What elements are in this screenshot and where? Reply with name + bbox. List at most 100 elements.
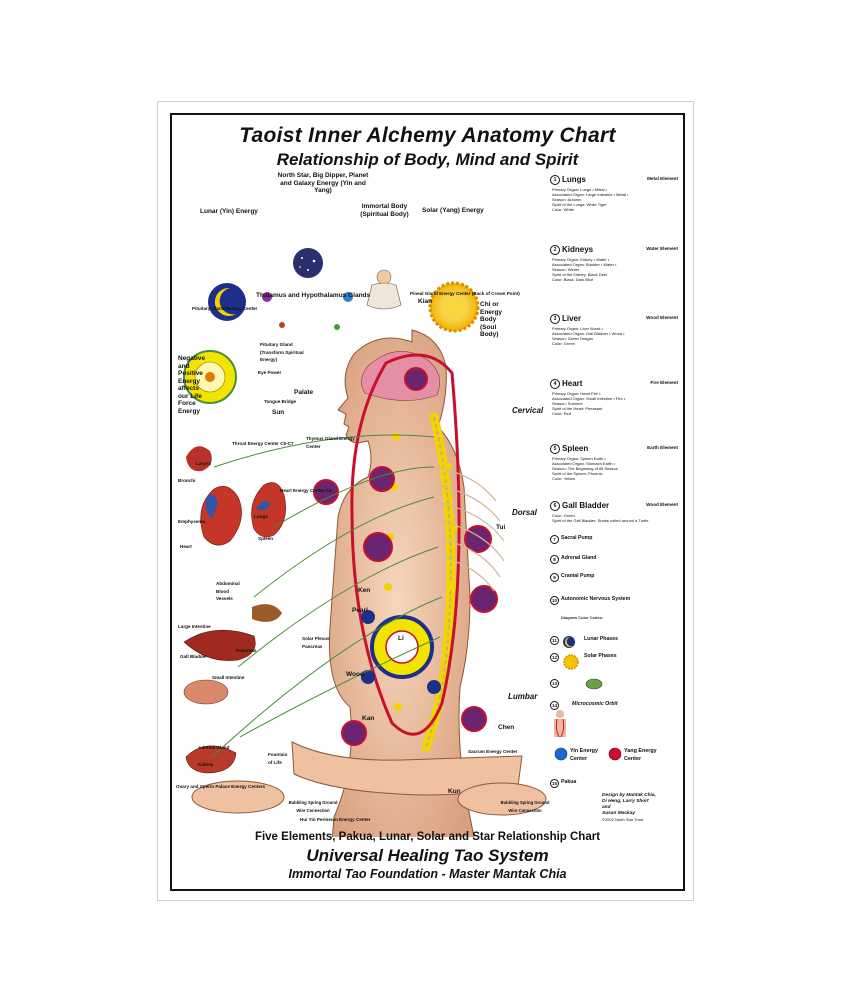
entry-number: 2 xyxy=(550,245,560,255)
footer-line-3: Immortal Tao Foundation - Master Mantak … xyxy=(288,867,567,881)
entry-number: 5 xyxy=(550,444,560,454)
entry-fields: Color: Green Spirit of the Gall Bladder:… xyxy=(552,513,676,523)
entry-field: Associated Organ: Small Intestine • Fire… xyxy=(552,396,626,401)
chi-body-label: Chi or Energy Body (Soul Body) xyxy=(480,301,503,338)
nerves xyxy=(211,434,443,758)
entry-field: Season: Winter xyxy=(552,267,580,272)
lungs-label: Lungs xyxy=(254,514,268,519)
elements-panel: 1 Lungs Metal Element Primary Organ: Lun… xyxy=(550,169,678,789)
lunar-energy-label: Lunar (Yin) Energy xyxy=(200,208,258,215)
credit-line: Susan Mackay xyxy=(602,811,636,816)
throat-center-label: Throat Energy Center C5-C7 xyxy=(232,441,294,446)
yin-center-icon xyxy=(554,747,568,761)
entry-field: Associated Organ: Gall Bladder • Wood • xyxy=(552,331,625,336)
negative-positive-label: Negative and Positive Energy affects our… xyxy=(178,355,206,415)
entry-number: 12 xyxy=(550,653,559,662)
entry-element: Metal Element xyxy=(647,176,678,181)
entry-element: Earth Element xyxy=(647,445,678,450)
north-star-label: North Star, Big Dipper, Planet and Galax… xyxy=(277,172,369,194)
yang-center-icon xyxy=(608,747,622,761)
fountain-label: Fountain of Life xyxy=(268,752,288,765)
entry-field: Season: Autumn xyxy=(552,197,582,202)
star-disc xyxy=(293,248,323,278)
planets xyxy=(262,292,353,330)
spleen-label: Spleen xyxy=(258,536,274,541)
entry-fields: Primary Organ: Spleen Earth • Associated… xyxy=(552,456,676,481)
entry-title: Liver xyxy=(562,314,582,323)
poster-title: Taoist Inner Alchemy Anatomy Chart xyxy=(239,124,616,147)
heart-organ-label: Heart xyxy=(180,544,192,549)
dorsal-label: Dorsal xyxy=(512,508,537,517)
entry-title: Heart xyxy=(562,379,583,388)
anatomy-illustration xyxy=(183,248,547,837)
credit-line: Design by Mantak Chia, xyxy=(602,793,656,798)
yang-center-label: Yang Energy Center xyxy=(624,748,657,762)
entry-number: 9 xyxy=(550,573,559,582)
sun-disc xyxy=(428,281,480,333)
credit-line: Di Heng, Larry Short xyxy=(602,799,649,804)
entry-field: Season: The Beginning of All Season xyxy=(552,466,618,471)
entry-field: Color: Black, Dark Blue xyxy=(552,277,594,282)
entry-title: Solar Phases xyxy=(584,653,617,659)
chen-label: Chen xyxy=(498,724,515,731)
poster-subtitle: Relationship of Body, Mind and Spirit xyxy=(276,150,579,169)
moon-phases-icon xyxy=(563,636,575,648)
spine xyxy=(421,412,456,752)
entry-field: Spirit of the Lungs: White Tiger xyxy=(552,202,607,207)
entry-number: 1 xyxy=(550,175,560,185)
moon-disc xyxy=(208,283,246,321)
entry-element: Water Element xyxy=(646,246,678,251)
entry-field: Spirit of the Gall Bladder: Snake coiled… xyxy=(552,518,649,523)
pituitary-center-label: Pituitary Gland Energy Center xyxy=(192,306,258,311)
orbit-figure-icon xyxy=(554,710,566,738)
entry-field: Spirit of the Spleen: Phoenix xyxy=(552,471,603,476)
entry-title: Cranial Pump xyxy=(561,573,595,579)
hui-yin-label: Hui Yin Perineum Energy Center xyxy=(300,817,371,822)
entry-number: 11 xyxy=(550,636,559,645)
entry-field: Primary Organ: Heart Fire • xyxy=(552,391,601,396)
wood-label: Wood xyxy=(346,671,364,678)
blood-vessels-label: Abdominal Blood Vessels xyxy=(216,581,240,601)
credits: Design by Mantak Chia, Di Heng, Larry Sh… xyxy=(602,793,682,823)
entry-number: 4 xyxy=(550,379,560,389)
bronchi-label: Bronchi xyxy=(178,478,196,483)
lumbar-label: Lumbar xyxy=(508,692,538,701)
entry-title: Kidneys xyxy=(562,245,594,254)
larynx-label: Larynx xyxy=(196,461,212,466)
ribs xyxy=(435,466,505,592)
diagram-colors-label: Diagram Color Codes: xyxy=(561,616,604,620)
entry-field: Color: Green xyxy=(552,341,575,346)
solar-plexus-label: Solar Plexus Pancreas xyxy=(302,636,330,649)
entry-number: 7 xyxy=(550,535,559,544)
poster: Taoist Inner Alchemy Anatomy Chart Relat… xyxy=(170,113,685,891)
tongue-label: Tongue Bridge xyxy=(264,399,297,404)
entry-field: Primary Organ: Lungs • Metal • xyxy=(552,187,608,192)
kun-label: Kun xyxy=(448,788,461,795)
entry-number: 8 xyxy=(550,555,559,564)
bubbling-left-label: Bubbling Spring Ground Wire Connection xyxy=(288,800,338,813)
organs xyxy=(183,446,286,774)
entry-title: Autonomic Nervous System xyxy=(561,596,631,602)
entry-element: Fire Element xyxy=(650,380,678,385)
ken-label: Ken xyxy=(358,587,371,594)
entry-number: 15 xyxy=(550,779,559,788)
entry-number: 14 xyxy=(550,701,559,710)
thymus-center-label: Thymus Gland Energy Center xyxy=(306,436,355,449)
pineal-label: Pineal Gland Energy Center (Back of Crow… xyxy=(410,291,520,296)
footer-line-1: Five Elements, Pakua, Lunar, Solar and S… xyxy=(254,831,601,843)
tui-label: Tui xyxy=(496,524,506,531)
emphysema-label: Emphysema xyxy=(178,519,206,524)
credit-line: and xyxy=(602,805,611,810)
adrenal-label: Adrenal Gland xyxy=(198,745,230,750)
solar-energy-label: Solar (Yang) Energy xyxy=(422,207,484,214)
entry-number: 6 xyxy=(550,501,560,511)
turtle-icon xyxy=(585,678,603,690)
entry-title: Adrenal Gland xyxy=(561,555,597,561)
entry-title: Lungs xyxy=(562,175,586,184)
sun-label: Sun xyxy=(272,409,285,416)
entry-field: Associated Organ: Stomach Earth • xyxy=(552,461,615,466)
credit-line: ©2002 North Star Trust xyxy=(602,817,644,822)
heart-center-label: Heart Energy Center C4 xyxy=(280,488,332,493)
li-label: Li xyxy=(398,635,404,642)
pearl-label: Pearl xyxy=(352,607,368,614)
